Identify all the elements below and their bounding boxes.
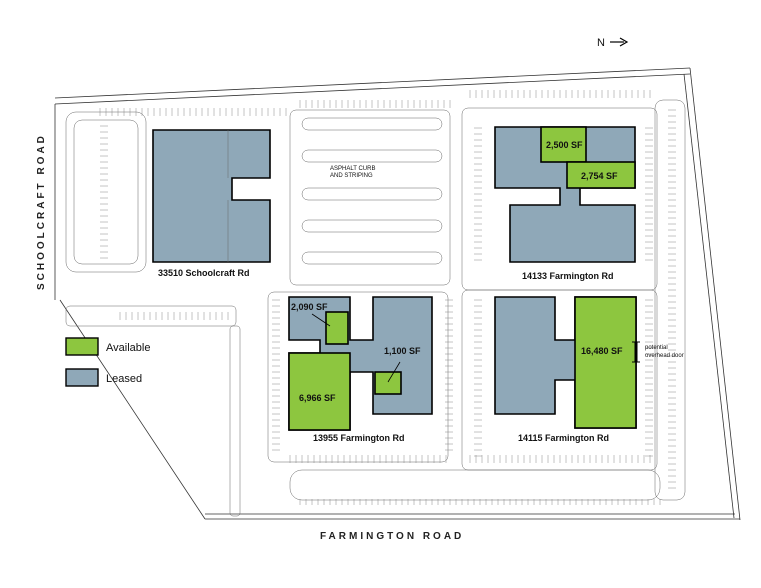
building-label-33510: 33510 Schoolcraft Rd bbox=[158, 268, 250, 278]
legend-label-leased: Leased bbox=[106, 373, 142, 385]
suite-available-16480[interactable] bbox=[574, 296, 637, 429]
legend-swatch-leased bbox=[65, 368, 99, 387]
suite-label-2754: 2,754 SF bbox=[581, 171, 618, 181]
legend-swatch-available bbox=[65, 337, 99, 356]
building-label-13955: 13955 Farmington Rd bbox=[313, 433, 405, 443]
arrow-right-icon bbox=[610, 37, 629, 47]
building-14115-farmington[interactable]: 16,480 SF potential overhead door 14115 … bbox=[494, 296, 684, 443]
suite-available-6966[interactable] bbox=[288, 352, 351, 431]
suite-label-2090: 2,090 SF bbox=[291, 302, 328, 312]
suite-available-2500[interactable] bbox=[540, 126, 587, 163]
svg-text:ASPHALT CURB: ASPHALT CURB bbox=[330, 166, 375, 172]
suite-available-1100[interactable] bbox=[374, 371, 402, 395]
building-14133-farmington[interactable]: 2,500 SF 2,754 SF 14133 Farmington Rd bbox=[494, 126, 636, 281]
suite-available-2090[interactable] bbox=[325, 311, 349, 345]
suite-label-1100: 1,100 SF bbox=[384, 346, 421, 356]
site-linework: ASPHALT CURB AND STRIPING bbox=[54, 67, 741, 521]
overhead-door-note-line1: potential bbox=[645, 345, 668, 351]
legend: Available Leased bbox=[65, 337, 150, 387]
building-label-14115: 14115 Farmington Rd bbox=[518, 433, 609, 443]
north-label: N bbox=[597, 37, 605, 49]
road-label-schoolcraft: SCHOOLCRAFT ROAD bbox=[36, 133, 47, 290]
road-label-farmington: FARMINGTON ROAD bbox=[320, 531, 464, 542]
suite-label-16480: 16,480 SF bbox=[581, 346, 623, 356]
svg-text:AND STRIPING: AND STRIPING bbox=[330, 173, 373, 179]
overhead-door-note-line2: overhead door bbox=[645, 353, 684, 359]
legend-label-available: Available bbox=[106, 342, 150, 354]
suite-available-2754[interactable] bbox=[566, 161, 636, 189]
building-label-14133: 14133 Farmington Rd bbox=[522, 271, 614, 281]
building-13955-farmington[interactable]: 2,090 SF 1,100 SF 6,966 SF 13955 Farming… bbox=[288, 296, 433, 443]
north-arrow: N bbox=[597, 37, 629, 49]
suite-label-2500: 2,500 SF bbox=[546, 140, 583, 150]
parking-stalls bbox=[99, 90, 676, 505]
building-33510-schoolcraft[interactable]: 33510 Schoolcraft Rd bbox=[152, 129, 271, 278]
suite-label-6966: 6,966 SF bbox=[299, 393, 336, 403]
overhead-door-marker bbox=[632, 341, 640, 363]
